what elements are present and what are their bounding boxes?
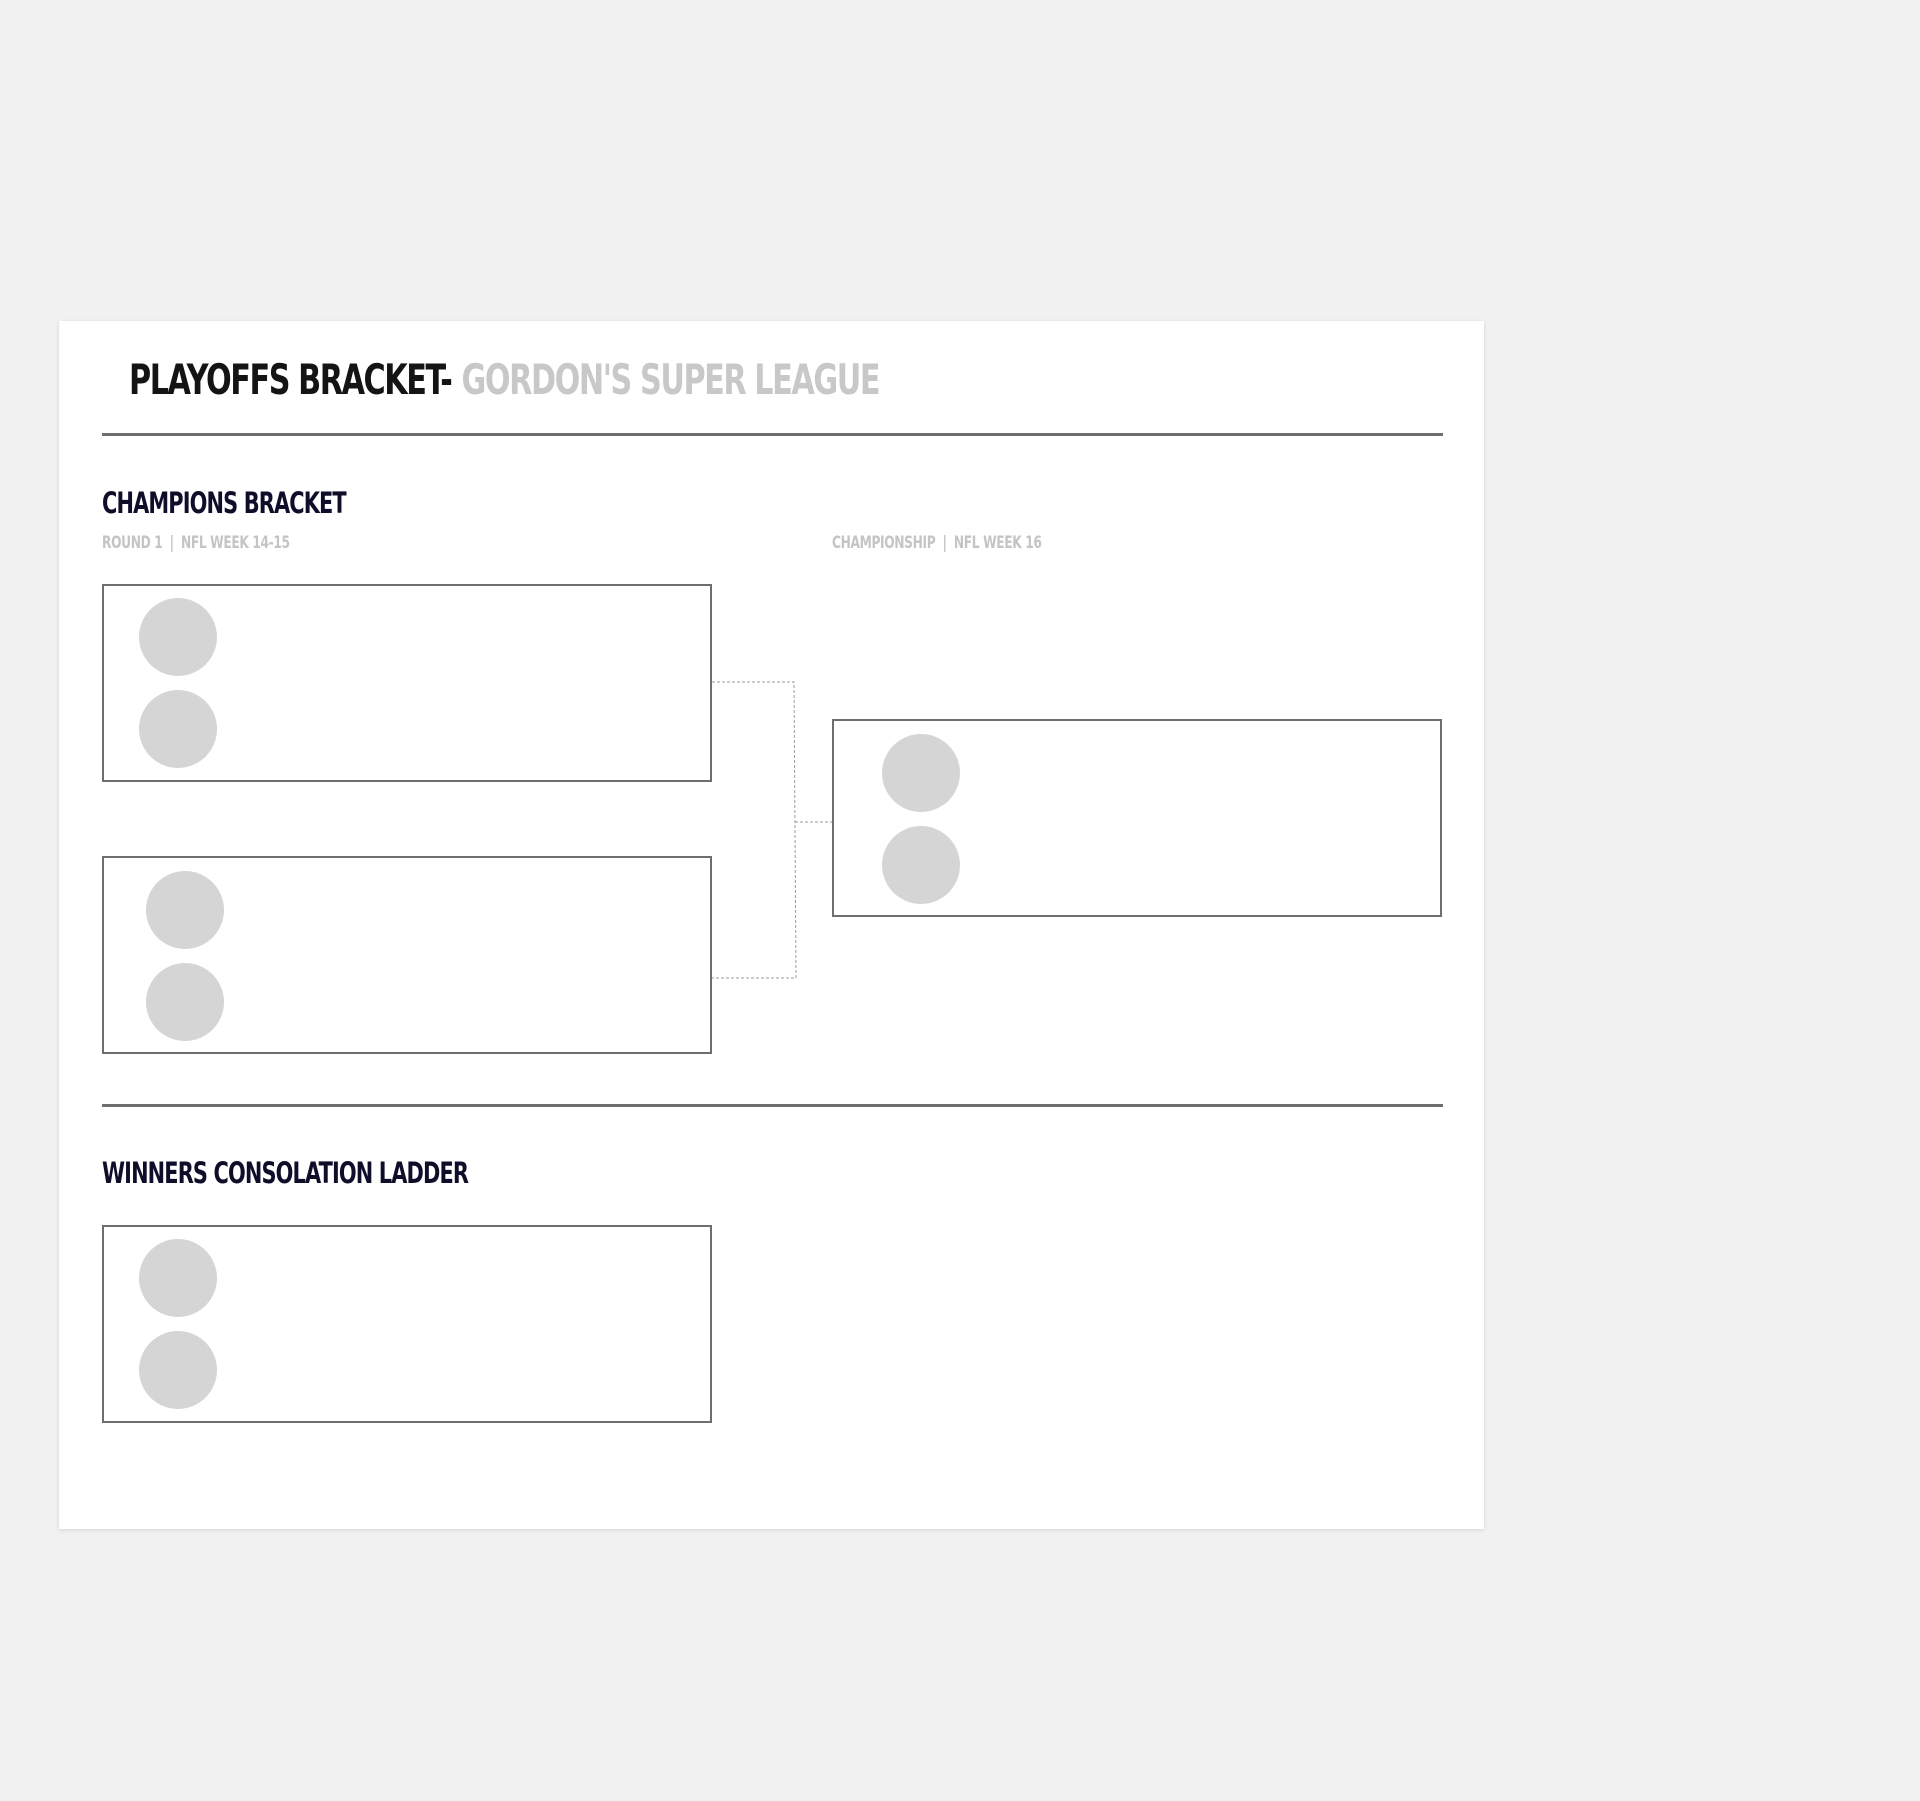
league-name: GORDON'S SUPER LEAGUE [461,355,880,404]
team-slot-avatar[interactable] [882,826,960,904]
round-1-matchup-2[interactable] [102,856,712,1054]
team-slot-avatar[interactable] [139,1239,217,1317]
consolation-ladder-title: WINNERS CONSOLATION LADDER [102,1156,469,1190]
round-1-name: ROUND 1 [102,533,163,553]
championship-separator: | [942,533,947,553]
championship-label: CHAMPIONSHIP | NFL WEEK 16 [832,535,1042,552]
champions-bracket-title: CHAMPIONS BRACKET [102,486,347,520]
section-divider [102,1104,1443,1107]
bracket-connector-lines [712,681,832,979]
round-1-separator: | [169,533,174,553]
page-title: PLAYOFFS BRACKET-GORDON'S SUPER LEAGUE [129,359,880,401]
header-divider [102,433,1443,436]
team-slot-avatar[interactable] [139,598,217,676]
consolation-matchup[interactable] [102,1225,712,1423]
bracket-card: PLAYOFFS BRACKET-GORDON'S SUPER LEAGUE C… [59,321,1484,1529]
championship-week: NFL WEEK 16 [953,533,1042,553]
championship-name: CHAMPIONSHIP [832,533,936,553]
championship-matchup[interactable] [832,719,1442,917]
team-slot-avatar[interactable] [139,1331,217,1409]
round-1-matchup-1[interactable] [102,584,712,782]
round-1-week: NFL WEEK 14-15 [180,533,290,553]
team-slot-avatar[interactable] [146,963,224,1041]
page-title-main: PLAYOFFS BRACKET- [129,355,453,404]
round-1-label: ROUND 1 | NFL WEEK 14-15 [102,535,290,552]
team-slot-avatar[interactable] [882,734,960,812]
team-slot-avatar[interactable] [146,871,224,949]
team-slot-avatar[interactable] [139,690,217,768]
